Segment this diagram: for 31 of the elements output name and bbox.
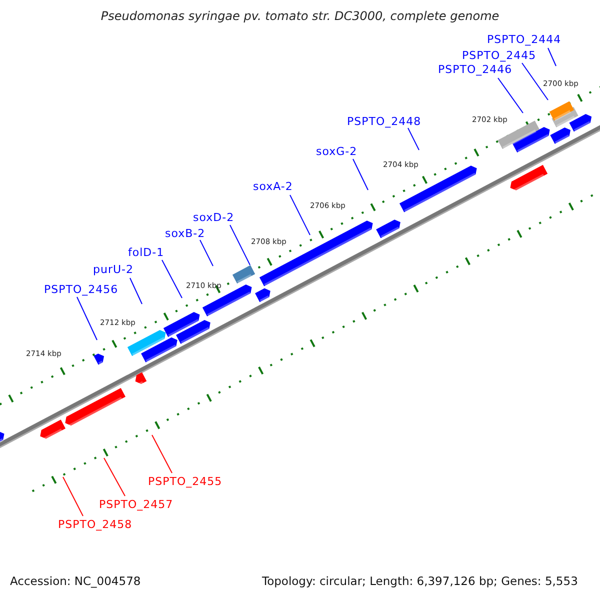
leader-line xyxy=(352,158,368,190)
gene-label: PSPTO_2446 xyxy=(438,63,512,76)
gene-label: PSPTO_2457 xyxy=(99,498,174,511)
gene-label: soxA-2 xyxy=(253,180,293,193)
gene-label: PSPTO_2445 xyxy=(462,49,536,62)
gene-label: PSPTO_2455 xyxy=(148,475,222,488)
leader-line xyxy=(76,296,98,340)
title: Pseudomonas syringae pv. tomato str. DC3000, complete genome xyxy=(100,10,500,23)
leader-line xyxy=(62,476,84,516)
gene-label: PSPTO_2456 xyxy=(44,283,118,296)
leader-line xyxy=(162,260,182,298)
gene-label: purU-2 xyxy=(93,263,134,276)
leader-line xyxy=(130,278,142,304)
leader-line xyxy=(522,62,548,100)
gene-label: soxD-2 xyxy=(193,211,234,224)
leader-line xyxy=(408,128,420,150)
leader-line xyxy=(498,78,524,114)
accession-text: Accession: NC_004578 xyxy=(10,575,141,588)
gene-label: soxB-2 xyxy=(165,227,206,240)
leader-line xyxy=(152,434,172,474)
leader-line xyxy=(104,458,126,496)
gene-label: folD-1 xyxy=(128,246,164,259)
leader-line xyxy=(290,194,310,236)
leader-line xyxy=(230,224,250,266)
gene-label: PSPTO_2444 xyxy=(487,33,562,46)
leader-line xyxy=(548,48,556,66)
gene-label: PSPTO_2448 xyxy=(347,115,422,128)
gene-label: soxG-2 xyxy=(316,145,358,158)
genome-summary-text: Topology: circular; Length: 6,397,126 bp; Genes: 5,553 xyxy=(262,575,578,588)
gene-label: PSPTO_2458 xyxy=(58,518,132,531)
leader-line xyxy=(200,240,214,266)
